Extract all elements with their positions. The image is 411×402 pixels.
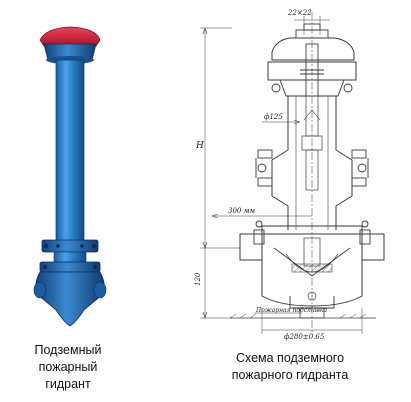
hydrant-illustration (33, 26, 107, 327)
caption-left-line-2: пожарный (38, 360, 98, 374)
hydrant-base (35, 271, 105, 327)
dim-top: 22×22 (287, 9, 312, 17)
hydrant-cap (39, 26, 101, 47)
caption-left-line-1: Подземный (34, 343, 102, 357)
hydrant-pipe (55, 59, 85, 246)
ground-label: Пожарная подставка (255, 307, 327, 314)
caption-right-line-2: пожарного гидранта (231, 368, 349, 382)
caption-left-line-3: гидрант (45, 377, 91, 391)
caption-right-line-1: Схема подземного (235, 351, 345, 365)
scheme-head (271, 37, 355, 61)
caption-scheme: Схема подземного пожарного гидранта (205, 350, 375, 384)
hydrant-scheme (200, 12, 385, 335)
hydrant-flange (41, 239, 99, 253)
dim-bottom: ф280±0.65 (284, 333, 325, 341)
dim-bore: ф125 (264, 113, 283, 121)
dim-height: H (195, 141, 204, 151)
caption-hydrant: Подземный пожарный гидрант (18, 342, 118, 393)
dim-depth: 300 мм (228, 207, 255, 215)
dim-base: 120 (194, 272, 202, 286)
